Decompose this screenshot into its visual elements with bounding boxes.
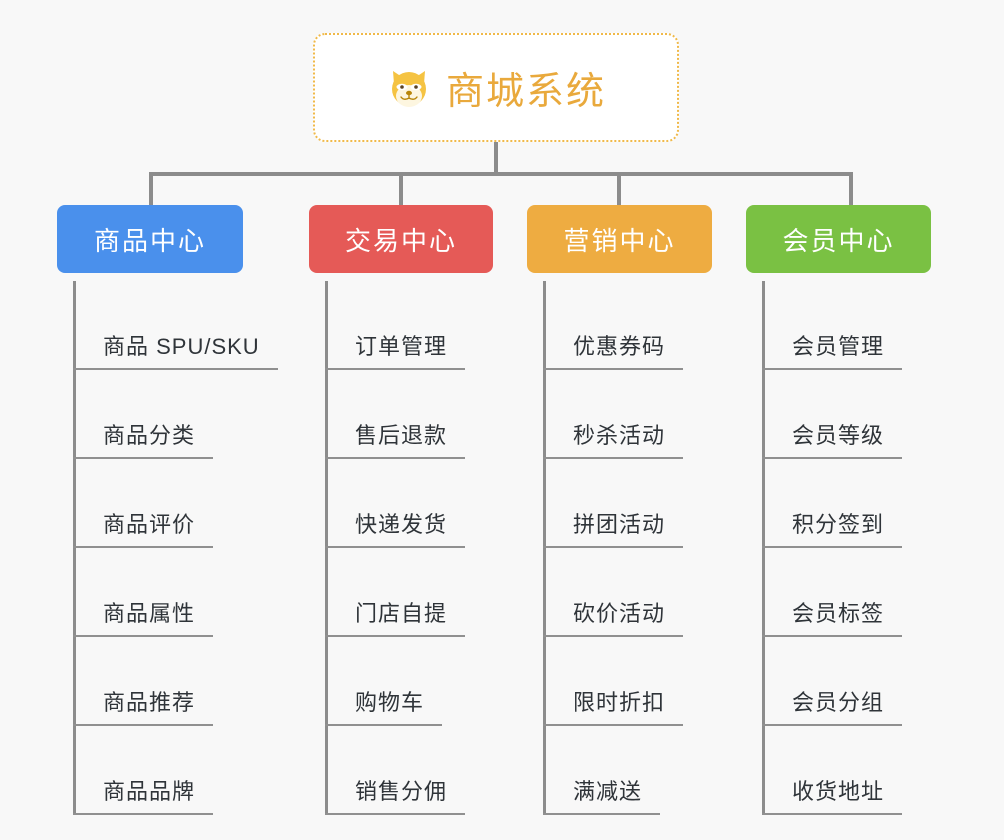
leaf-item-underline: 拼团活动 [543, 507, 684, 548]
leaf-item-underline: 门店自提 [325, 596, 466, 637]
leaf-item-underline: 商品品牌 [73, 774, 214, 815]
leaf-item[interactable]: 商品 SPU/SKU [73, 281, 278, 370]
leaf-item-underline: 售后退款 [325, 418, 466, 459]
leaf-item-underline: 限时折扣 [543, 685, 684, 726]
leaf-item[interactable]: 秒杀活动 [543, 370, 684, 459]
leaf-item[interactable]: 满减送 [543, 726, 661, 815]
leaf-item-underline: 满减送 [543, 774, 661, 815]
leaf-item[interactable]: 门店自提 [325, 548, 466, 637]
leaf-item-underline: 会员等级 [762, 418, 903, 459]
leaf-item-underline: 商品评价 [73, 507, 214, 548]
leaf-item-label: 会员等级 [792, 423, 885, 448]
category-header-member[interactable]: 会员中心 [746, 205, 931, 273]
leaf-item[interactable]: 积分签到 [762, 459, 903, 548]
leaf-item-label: 快递发货 [355, 512, 448, 537]
leaf-item-label: 销售分佣 [355, 779, 448, 804]
leaf-item-underline: 销售分佣 [325, 774, 466, 815]
leaf-item-underline: 秒杀活动 [543, 418, 684, 459]
leaf-item[interactable]: 商品推荐 [73, 637, 214, 726]
leaf-item[interactable]: 拼团活动 [543, 459, 684, 548]
connector-drop-3 [617, 172, 621, 206]
leaf-item-underline: 积分签到 [762, 507, 903, 548]
leaf-item-underline: 快递发货 [325, 507, 466, 548]
leaf-item[interactable]: 砍价活动 [543, 548, 684, 637]
leaf-item[interactable]: 会员管理 [762, 281, 903, 370]
leaf-item-underline: 商品 SPU/SKU [73, 329, 278, 370]
leaf-item-label: 门店自提 [355, 601, 448, 626]
leaf-item-underline: 优惠券码 [543, 329, 684, 370]
leaf-item-underline: 订单管理 [325, 329, 466, 370]
leaf-item-label: 优惠券码 [573, 334, 666, 359]
leaf-item[interactable]: 商品评价 [73, 459, 214, 548]
category-header-label: 商品中心 [93, 225, 206, 256]
leaf-item-underline: 商品分类 [73, 418, 214, 459]
connector-drop-4 [849, 172, 853, 206]
category-header-product[interactable]: 商品中心 [57, 205, 243, 273]
column-trunk [73, 281, 76, 815]
leaf-item-label: 商品属性 [103, 601, 196, 626]
leaf-item[interactable]: 订单管理 [325, 281, 466, 370]
category-header-label: 会员中心 [782, 225, 895, 256]
leaf-item-label: 商品品牌 [103, 779, 196, 804]
dog-face-icon [386, 65, 432, 111]
leaf-item-label: 会员标签 [792, 601, 885, 626]
leaf-item-underline: 会员分组 [762, 685, 903, 726]
leaf-item-label: 会员管理 [792, 334, 885, 359]
leaf-item[interactable]: 商品品牌 [73, 726, 214, 815]
root-node[interactable]: 商城系统 [313, 33, 679, 142]
root-title: 商城系统 [445, 71, 606, 113]
category-header-trade[interactable]: 交易中心 [309, 205, 493, 273]
leaf-item-label: 订单管理 [355, 334, 448, 359]
leaf-item-label: 商品评价 [103, 512, 196, 537]
leaf-item[interactable]: 快递发货 [325, 459, 466, 548]
connector-drop-2 [399, 172, 403, 206]
leaf-item[interactable]: 优惠券码 [543, 281, 684, 370]
connector-horizontal-bus [149, 172, 853, 176]
leaf-item[interactable]: 限时折扣 [543, 637, 684, 726]
leaf-item-label: 会员分组 [792, 690, 885, 715]
leaf-item[interactable]: 售后退款 [325, 370, 466, 459]
column-trunk [325, 281, 328, 815]
leaf-item[interactable]: 销售分佣 [325, 726, 466, 815]
connector-drop-1 [149, 172, 153, 206]
category-header-label: 营销中心 [563, 225, 676, 256]
leaf-item-label: 限时折扣 [573, 690, 666, 715]
leaf-item-label: 收货地址 [792, 779, 885, 804]
leaf-item[interactable]: 会员标签 [762, 548, 903, 637]
leaf-item[interactable]: 会员等级 [762, 370, 903, 459]
leaf-item-underline: 会员标签 [762, 596, 903, 637]
leaf-item-label: 商品分类 [103, 423, 196, 448]
leaf-item-underline: 会员管理 [762, 329, 903, 370]
leaf-item-underline: 购物车 [325, 685, 443, 726]
leaf-item-label: 满减送 [573, 779, 643, 804]
leaf-item[interactable]: 商品属性 [73, 548, 214, 637]
leaf-item-label: 砍价活动 [573, 601, 666, 626]
leaf-item-underline: 商品推荐 [73, 685, 214, 726]
leaf-item[interactable]: 购物车 [325, 637, 443, 726]
leaf-item-label: 拼团活动 [573, 512, 666, 537]
leaf-item-label: 购物车 [355, 690, 425, 715]
leaf-item-underline: 商品属性 [73, 596, 214, 637]
leaf-item-label: 商品 SPU/SKU [103, 334, 260, 359]
leaf-item[interactable]: 会员分组 [762, 637, 903, 726]
leaf-item-label: 积分签到 [792, 512, 885, 537]
category-header-label: 交易中心 [344, 225, 457, 256]
leaf-item-underline: 收货地址 [762, 774, 903, 815]
leaf-item-label: 商品推荐 [103, 690, 196, 715]
column-trunk [543, 281, 546, 815]
leaf-item-label: 售后退款 [355, 423, 448, 448]
column-trunk [762, 281, 765, 815]
leaf-item[interactable]: 收货地址 [762, 726, 903, 815]
connector-root-stem [494, 142, 498, 175]
leaf-item-underline: 砍价活动 [543, 596, 684, 637]
category-header-marketing[interactable]: 营销中心 [527, 205, 712, 273]
leaf-item[interactable]: 商品分类 [73, 370, 214, 459]
leaf-item-label: 秒杀活动 [573, 423, 666, 448]
